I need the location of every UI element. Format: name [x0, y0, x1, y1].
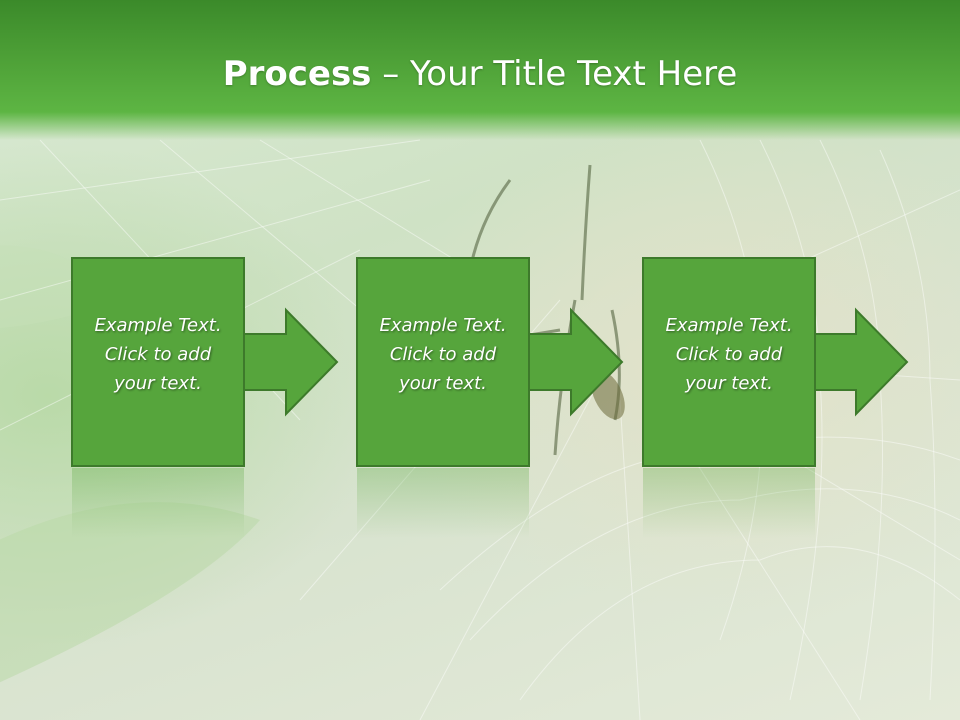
- step-text-line: your text.: [399, 373, 487, 394]
- box-reflection-1: [72, 468, 244, 538]
- box-reflection-3: [643, 468, 815, 538]
- step-text-line: Example Text.: [665, 315, 793, 336]
- step-text-line: your text.: [685, 373, 773, 394]
- step-text-line: Click to add: [389, 344, 497, 365]
- box-reflection-2: [357, 468, 529, 538]
- step-box-2[interactable]: [356, 257, 530, 467]
- reflection-group: [72, 468, 815, 538]
- right-arrow-icon[interactable]: [809, 307, 909, 417]
- title-rest-part: – Your Title Text Here: [371, 54, 738, 94]
- process-step-2[interactable]: [356, 257, 624, 467]
- step-text-line: Click to add: [675, 344, 783, 365]
- title-bar: [0, 0, 960, 140]
- step-text-line: Example Text.: [94, 315, 222, 336]
- slide-title[interactable]: Process – Your Title Text Here: [0, 52, 960, 96]
- step-text-2[interactable]: Example Text. Click to add your text.: [357, 311, 529, 398]
- step-text-3[interactable]: Example Text. Click to add your text.: [643, 311, 815, 398]
- process-step-3[interactable]: [642, 257, 909, 467]
- step-text-1[interactable]: Example Text. Click to add your text.: [72, 311, 244, 398]
- step-text-line: Example Text.: [379, 315, 507, 336]
- right-arrow-icon[interactable]: [239, 307, 339, 417]
- title-bold-part: Process: [222, 54, 372, 94]
- step-box-1[interactable]: [71, 257, 245, 467]
- right-arrow-icon[interactable]: [524, 307, 624, 417]
- process-step-1[interactable]: [71, 257, 339, 467]
- step-text-line: your text.: [114, 373, 202, 394]
- step-box-3[interactable]: [642, 257, 816, 467]
- step-text-line: Click to add: [104, 344, 212, 365]
